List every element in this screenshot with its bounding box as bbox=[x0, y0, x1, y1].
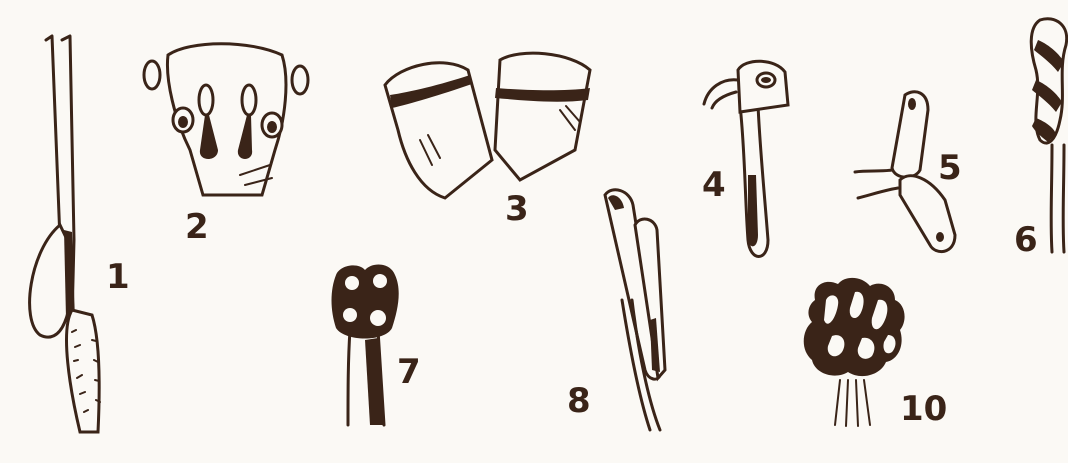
figure-6-drawing bbox=[1031, 19, 1066, 252]
figure-2-drawing bbox=[144, 44, 308, 195]
figure-number-5: 5 bbox=[938, 148, 962, 188]
figure-1-drawing bbox=[30, 36, 100, 432]
figure-number-7: 7 bbox=[397, 352, 421, 392]
figure-number-6: 6 bbox=[1014, 220, 1038, 260]
figure-8-drawing bbox=[605, 190, 665, 430]
figure-10-drawing bbox=[804, 278, 905, 426]
figure-number-10: 10 bbox=[900, 389, 947, 429]
figure-3-drawing bbox=[385, 53, 590, 198]
figure-4-drawing bbox=[704, 61, 788, 256]
figure-7-drawing bbox=[332, 265, 399, 425]
figure-number-8: 8 bbox=[567, 381, 591, 421]
figure-number-3: 3 bbox=[505, 189, 529, 229]
figure-number-1: 1 bbox=[106, 257, 130, 297]
figure-number-2: 2 bbox=[185, 207, 209, 247]
figure-number-4: 4 bbox=[702, 165, 726, 205]
